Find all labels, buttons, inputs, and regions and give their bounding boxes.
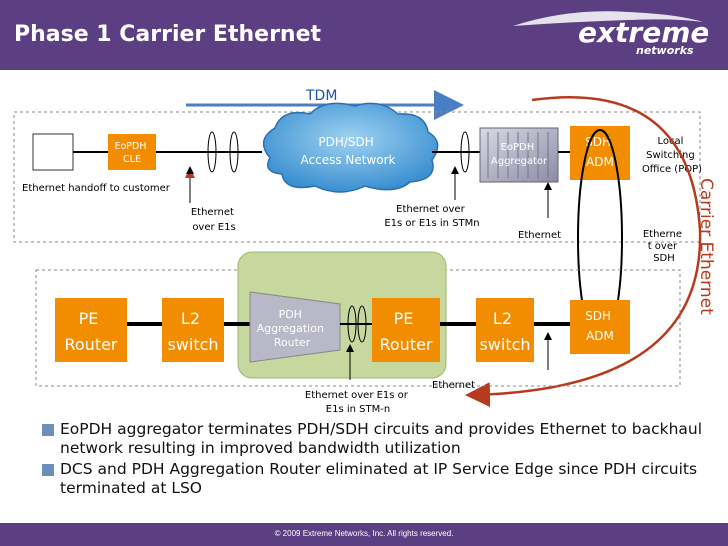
e1-bundle-2 xyxy=(229,131,239,173)
top-ethernet-label: Ethernet xyxy=(518,230,561,241)
eth-e1s-line2: over E1s xyxy=(192,222,235,233)
l2a-line2: switch xyxy=(167,335,218,354)
pe1-line1: PE xyxy=(79,309,99,328)
lso-line1: Local xyxy=(657,136,683,147)
slide-title: Phase 1 Carrier Ethernet xyxy=(14,22,322,47)
tdm-label: TDM xyxy=(305,88,337,104)
top-sdh-line2: ADM xyxy=(586,155,614,169)
aggregator-line1: EoPDH xyxy=(501,142,535,153)
pe-router-1 xyxy=(55,298,127,362)
l2-switch-2 xyxy=(476,298,534,362)
svg-text:EoPDH CLE: EoPDH CLE xyxy=(114,141,149,165)
eth-sdh-line3: SDH xyxy=(653,253,675,264)
pdh-router-line2: Aggregation xyxy=(257,322,324,335)
pe-router-2 xyxy=(372,298,440,362)
l2b-line2: switch xyxy=(479,335,530,354)
eopdh-cle-line1: EoPDH xyxy=(114,141,146,152)
eth-e1s-line1: Ethernet xyxy=(191,207,234,218)
carrier-ethernet-label: Carrier Ethernet xyxy=(696,178,716,315)
bottom-sdh-line1: SDH xyxy=(585,309,611,323)
svg-text:Local Switching Office: Local Switching Office (POP) xyxy=(642,136,702,175)
pe2-line1: PE xyxy=(394,309,414,328)
pdh-bundle-2 xyxy=(357,305,367,343)
svg-text:L2 switch: L2 switch xyxy=(479,309,530,354)
pe2-line2: Router xyxy=(379,335,432,354)
customer-box xyxy=(32,133,74,171)
svg-text:PDH/SDH Access Network: PDH/SDH Access Network xyxy=(301,135,396,167)
cloud-line2: Access Network xyxy=(301,153,396,167)
svg-text:Ethernet over E1s or E1s i: Ethernet over E1s or E1s in STM-n xyxy=(305,390,411,415)
lso-line3: Office (POP) xyxy=(642,164,702,175)
svg-text:SDH ADM: SDH ADM xyxy=(585,309,615,343)
eth-sdh-line2: t over xyxy=(648,241,678,252)
pdh-bundle-1 xyxy=(347,305,357,343)
bullet-1-text: EoPDH aggregator terminates PDH/SDH circ… xyxy=(60,420,703,457)
logo-sub: networks xyxy=(636,44,694,57)
svg-text:Ethernet over E1s or E1s i: Ethernet over E1s or E1s in STMn xyxy=(384,204,479,229)
bottom-ethernet-label: Ethernet xyxy=(432,380,475,391)
bullet-square-icon xyxy=(42,464,54,476)
eth-stmn-line2: E1s or E1s in STMn xyxy=(384,218,479,229)
bottom-region xyxy=(35,269,681,387)
handoff-label: Ethernet handoff to customer xyxy=(22,183,171,194)
pdh-router-line1: PDH xyxy=(279,308,302,321)
logo-word: extreme xyxy=(578,16,708,49)
bottom-sdh-adm xyxy=(570,300,630,354)
title-bar: Phase 1 Carrier Ethernet extreme network… xyxy=(0,0,728,70)
pe1-line2: Router xyxy=(64,335,117,354)
svg-text:PE Router: PE Router xyxy=(379,309,432,354)
top-sdh-adm xyxy=(570,126,630,180)
bullet-1: EoPDH aggregator terminates PDH/SDH circ… xyxy=(40,420,720,458)
stm-bundle-1 xyxy=(460,131,470,173)
l2-switch-1 xyxy=(162,298,224,362)
bullet-list: EoPDH aggregator terminates PDH/SDH circ… xyxy=(40,420,720,500)
eopdh-cle-box xyxy=(108,134,156,170)
bullet-square-icon xyxy=(42,424,54,436)
cloud-line1: PDH/SDH xyxy=(318,135,373,149)
eth-stmn-line1: Ethernet over xyxy=(396,204,465,215)
extreme-networks-logo: extreme networks xyxy=(513,11,708,57)
eth-stm-line1: Ethernet over E1s or xyxy=(305,390,409,401)
pdh-sdh-cloud xyxy=(262,102,439,193)
carrier-ethernet-arrow xyxy=(465,95,702,408)
svg-text:Ethernet over E1s: Ethernet over E1s xyxy=(191,207,237,233)
l2b-line1: L2 xyxy=(493,309,512,328)
eth-stm-line2: E1s in STM-n xyxy=(326,404,390,415)
lso-line2: Switching xyxy=(646,150,695,161)
copyright: © 2009 Extreme Networks, Inc. All rights… xyxy=(274,529,454,538)
bullet-2-text: DCS and PDH Aggregation Router eliminate… xyxy=(60,460,698,497)
eopdh-aggregator xyxy=(479,127,559,183)
bullet-2: DCS and PDH Aggregation Router eliminate… xyxy=(40,460,720,498)
svg-text:Etherne t over SDH: Etherne t over SDH xyxy=(643,229,685,264)
pdh-router-line3: Router xyxy=(274,336,311,349)
l2a-line1: L2 xyxy=(181,309,200,328)
e1-bundle-1 xyxy=(207,131,217,173)
network-diagram: TDM EoPDH CLE Ethernet handoff to custom… xyxy=(13,88,716,415)
bottom-sdh-line2: ADM xyxy=(586,329,614,343)
eopdh-cle-line2: CLE xyxy=(123,154,141,165)
eth-sdh-line1: Etherne xyxy=(643,229,682,240)
aggregator-line2: Aggregator xyxy=(491,156,548,167)
pdh-aggregation-router xyxy=(249,291,341,363)
svg-text:PDH Aggregation Router: PDH Aggregation Router xyxy=(257,308,328,349)
svg-text:EoPDH Aggregator: EoPDH Aggregator xyxy=(491,142,548,167)
svg-text:L2 switch: L2 switch xyxy=(167,309,218,354)
svg-text:PE Router: PE Router xyxy=(64,309,117,354)
footer-bar: © 2009 Extreme Networks, Inc. All rights… xyxy=(0,523,728,546)
